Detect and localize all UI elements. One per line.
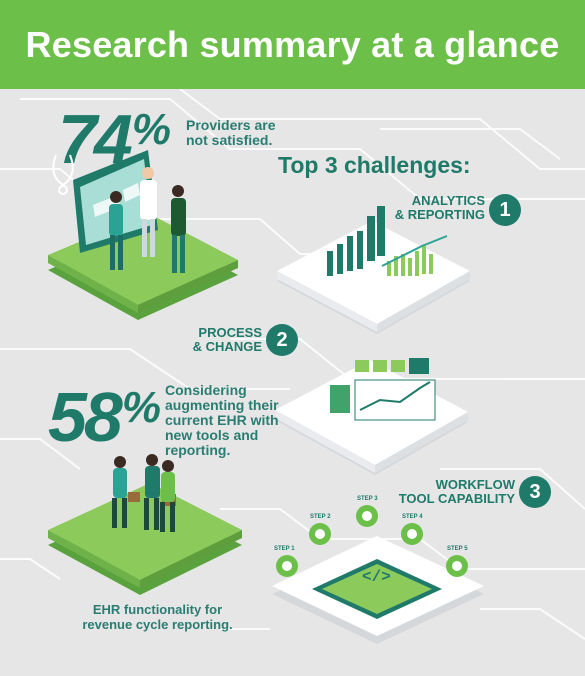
challenge-2-label: PROCESS & CHANGE	[192, 325, 262, 354]
background-circuit-lines	[0, 89, 585, 640]
challenge-3-badge: 3	[519, 476, 551, 508]
stat-58-value: 58%	[48, 378, 161, 456]
step-3-label: STEP 3	[357, 496, 378, 502]
page-title: Research summary at a glance	[25, 23, 560, 65]
challenge-2-badge: 2	[266, 324, 298, 356]
stat-74-text: Providers are not satisfied.	[186, 117, 276, 148]
challenge-3-label: WORKFLOW TOOL CAPABILITY	[398, 477, 515, 506]
step-2-label: STEP 2	[310, 514, 331, 520]
challenge-1-label: ANALYTICS & REPORTING	[394, 193, 485, 222]
step-5-label: STEP 5	[447, 546, 468, 552]
doctor-consultation-illustration	[48, 150, 238, 320]
challenge-1-badge: 1	[489, 194, 521, 226]
ehr-caption: EHR functionality for revenue cycle repo…	[82, 602, 233, 632]
walking-people-illustration	[48, 454, 242, 595]
challenges-title: Top 3 challenges:	[278, 152, 471, 178]
svg-text:</>: </>	[362, 568, 391, 586]
process-change-illustration	[275, 358, 468, 475]
step-4-label: STEP 4	[402, 514, 423, 520]
step-1-label: STEP 1	[274, 546, 295, 552]
workflow-steps-illustration: </> STEP 1 STEP 2 STEP 3 STEP 4 STEP 5	[272, 496, 484, 644]
header-banner: Research summary at a glance	[0, 0, 585, 89]
analytics-reporting-illustration	[277, 206, 470, 334]
stat-58-text: Considering augmenting their current EHR…	[165, 382, 279, 458]
